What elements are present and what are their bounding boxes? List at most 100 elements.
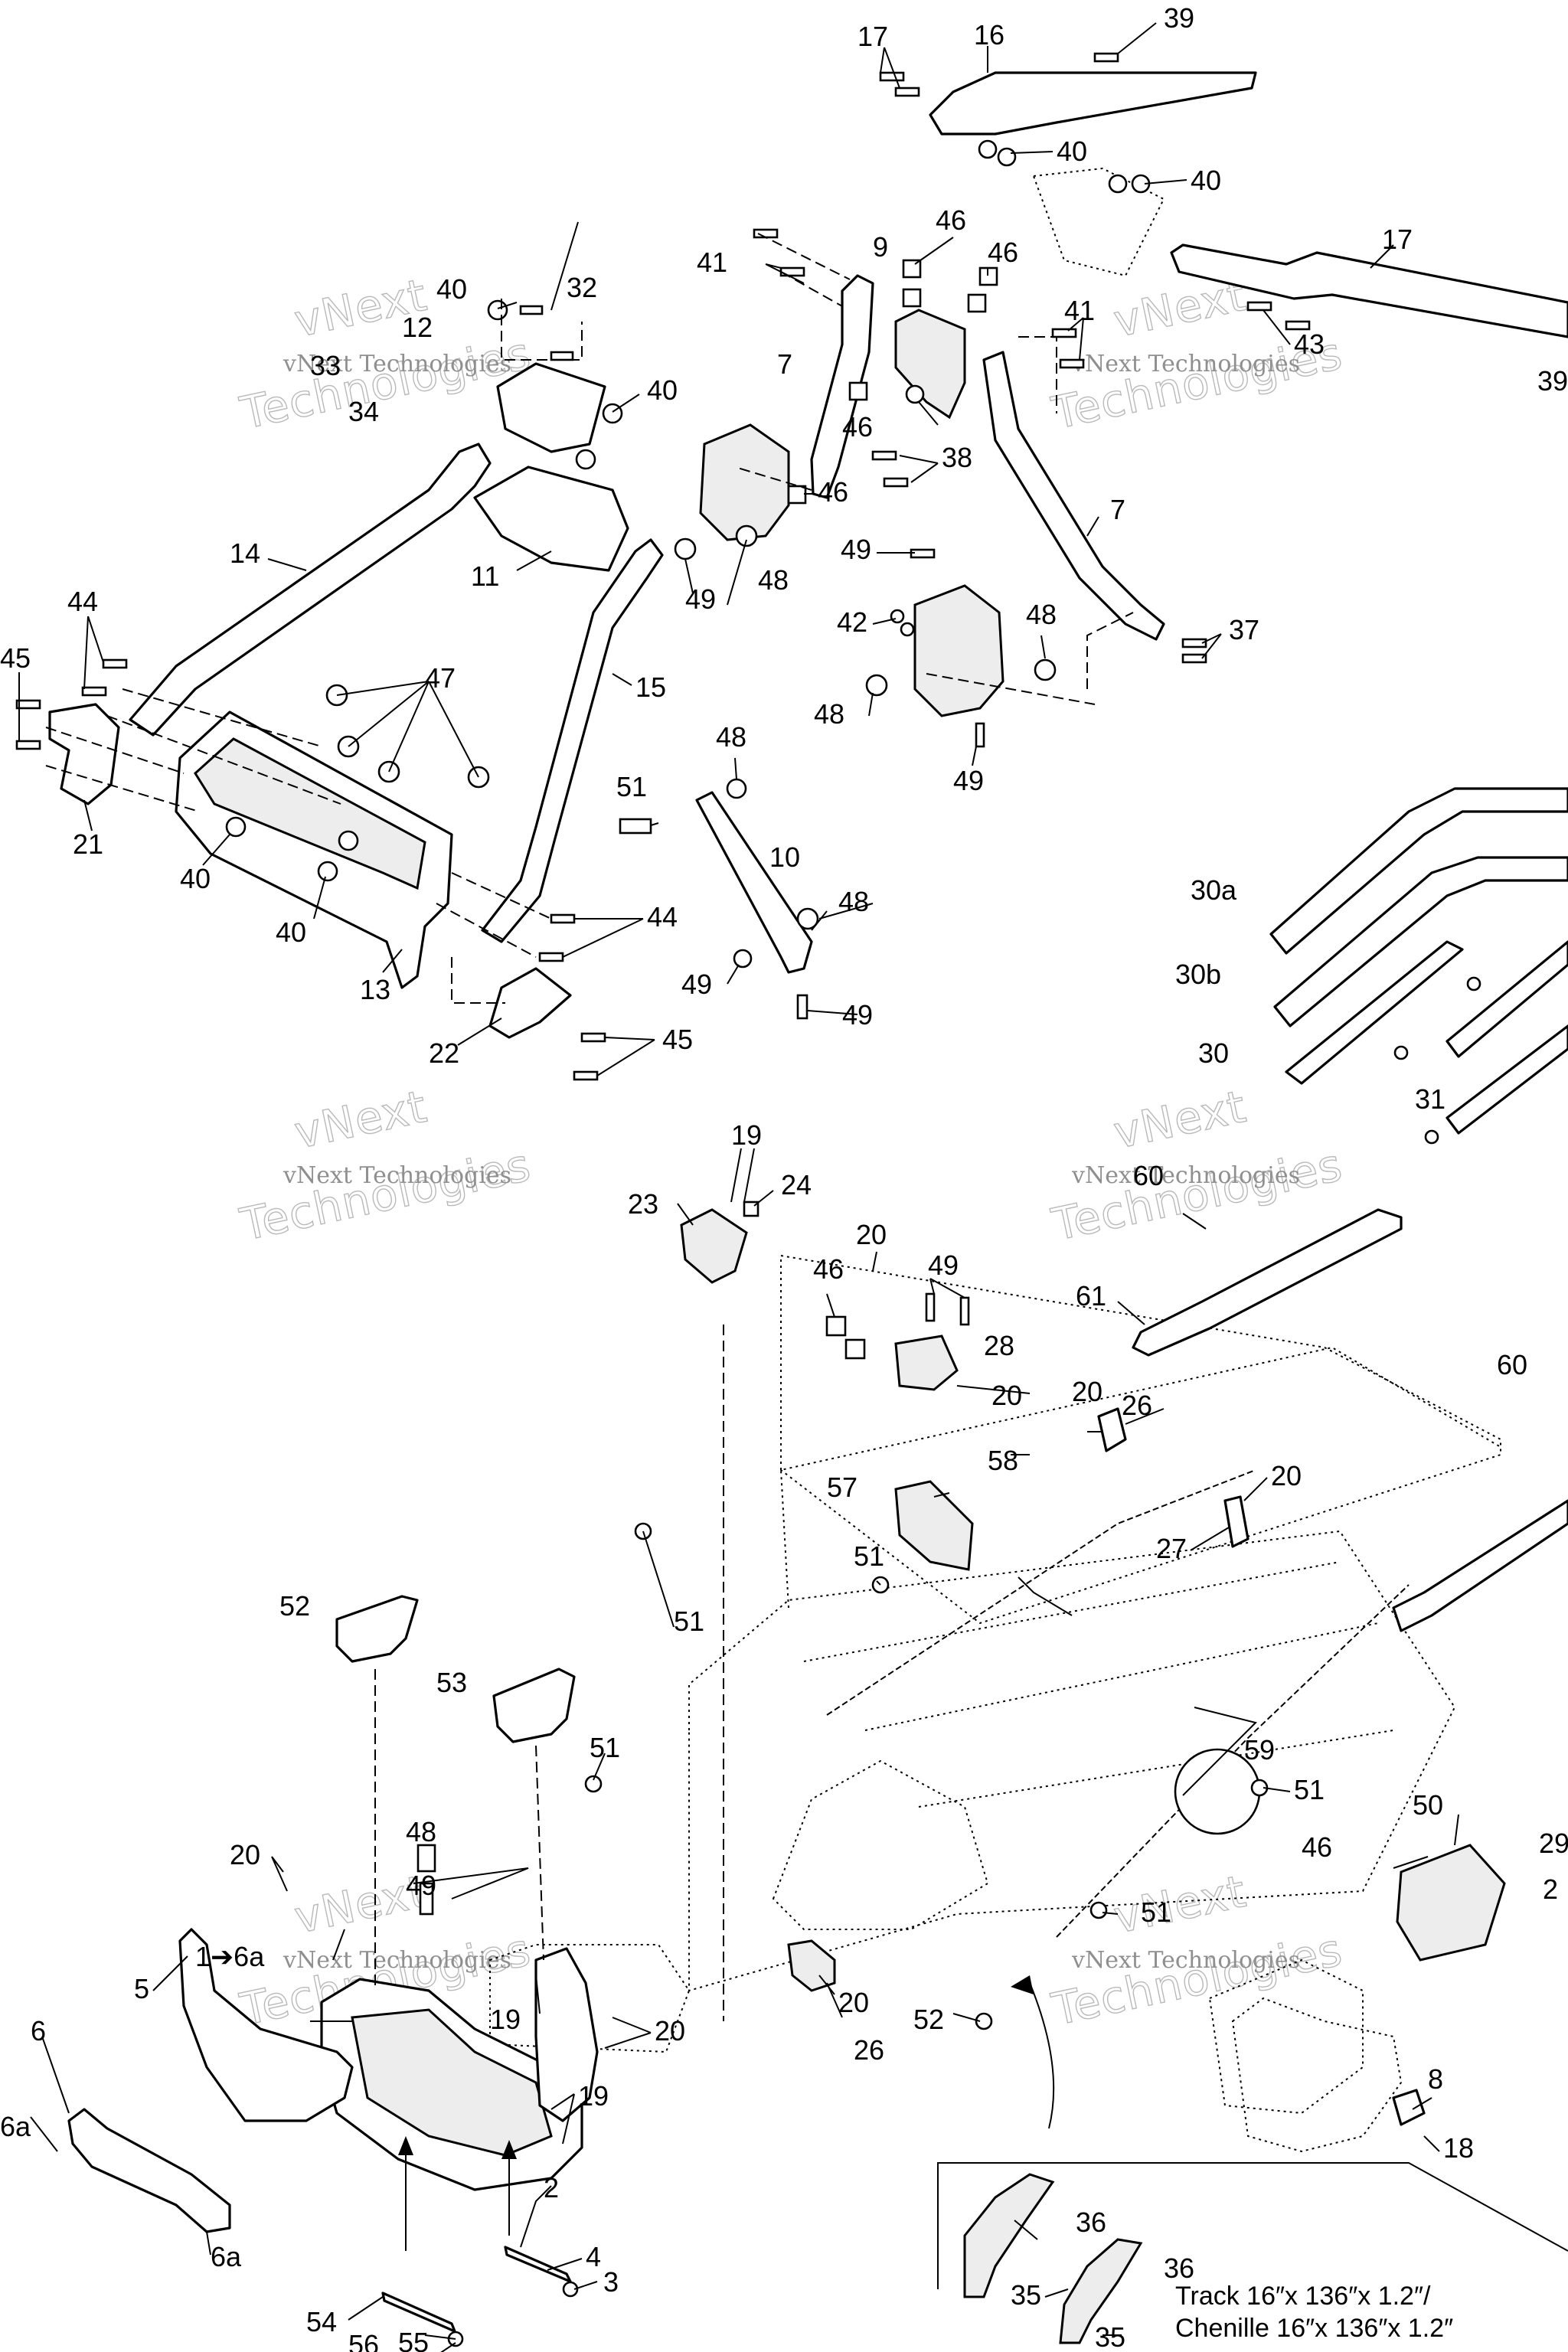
callout: 48 bbox=[1026, 599, 1057, 630]
pivot-plate-left bbox=[699, 423, 790, 541]
callout: 3 bbox=[603, 2266, 619, 2298]
pivot-plate-right bbox=[913, 584, 1004, 717]
svg-text:vNext Technologies: vNext Technologies bbox=[1071, 1947, 1300, 1974]
nut-48f bbox=[733, 949, 753, 969]
wedge-53 bbox=[492, 1668, 576, 1743]
rear-arm-7-right bbox=[982, 351, 1165, 641]
nut-42b bbox=[900, 622, 915, 637]
nut-42a bbox=[890, 609, 905, 624]
nut-49a bbox=[674, 537, 697, 560]
callout: 49 bbox=[841, 534, 871, 565]
bushing-46e bbox=[848, 381, 868, 401]
bolt-44f bbox=[894, 87, 920, 97]
nut-51c bbox=[584, 1775, 603, 1793]
svg-text:vNext: vNext bbox=[1109, 1080, 1251, 1159]
block-8 bbox=[1392, 2089, 1426, 2126]
bracket-22 bbox=[488, 967, 572, 1039]
callout: 44 bbox=[647, 901, 678, 933]
suspension-frame-web bbox=[351, 2008, 553, 2157]
track-inset: Track 16″x 136″x 1.2″/ Chenille 16″x 136… bbox=[937, 1975, 1568, 2344]
callout: 35 bbox=[1095, 2321, 1125, 2352]
rear-arm-7-left bbox=[810, 274, 874, 499]
bolt-49d bbox=[796, 994, 808, 1020]
runner-60 bbox=[1392, 1499, 1568, 1632]
runner-61 bbox=[1132, 1208, 1403, 1357]
callout: 40 bbox=[276, 916, 306, 948]
callout: 6a bbox=[0, 2111, 31, 2142]
callout: 46 bbox=[988, 237, 1018, 268]
bolt-45d bbox=[573, 1070, 599, 1081]
callout: 26 bbox=[854, 2034, 884, 2066]
callout: 61 bbox=[1076, 1280, 1106, 1312]
callout: 48 bbox=[406, 1816, 436, 1847]
rail-30-right-2 bbox=[1446, 1024, 1568, 1135]
callout: 26 bbox=[1122, 1390, 1152, 1421]
callout: 46 bbox=[1302, 1831, 1332, 1863]
callout: 30 bbox=[1198, 1037, 1229, 1069]
callout: 41 bbox=[1064, 295, 1095, 326]
callout: 17 bbox=[858, 21, 888, 52]
bracket-9 bbox=[894, 309, 966, 420]
callout: 49 bbox=[685, 583, 716, 615]
callout: 6a bbox=[211, 2241, 242, 2272]
callout: 46 bbox=[818, 476, 848, 508]
svg-text:vNext: vNext bbox=[290, 1080, 432, 1159]
bolt-44c bbox=[550, 913, 576, 924]
watermark-top-left: vNext Technologies vNext Technologies bbox=[235, 268, 536, 439]
bolt-49c bbox=[975, 722, 985, 748]
bracket-12 bbox=[496, 362, 606, 453]
callout: 29 bbox=[1539, 1828, 1568, 1859]
callout: 2 bbox=[1543, 1873, 1558, 1905]
screw-31c bbox=[1424, 1129, 1439, 1145]
callout: 52 bbox=[279, 1590, 310, 1622]
callout: 47 bbox=[425, 662, 456, 694]
bushing-46a bbox=[902, 259, 922, 279]
callout: 20 bbox=[655, 2015, 685, 2047]
callout: 37 bbox=[1229, 614, 1259, 645]
bolt-37a bbox=[1181, 638, 1207, 648]
callout: 39 bbox=[1537, 365, 1568, 397]
bolt-44g bbox=[1285, 320, 1311, 331]
callout: 4 bbox=[586, 2241, 601, 2272]
front-arm-15 bbox=[481, 538, 664, 943]
bolt-38b bbox=[883, 477, 909, 488]
nut-3 bbox=[562, 2281, 579, 2298]
callout: 51 bbox=[674, 1606, 704, 1637]
shaft-54 bbox=[381, 2292, 456, 2333]
rail-30b bbox=[1273, 856, 1568, 1027]
callout: 46 bbox=[813, 1253, 844, 1285]
callout: 48 bbox=[758, 564, 789, 596]
callout: 49 bbox=[928, 1250, 959, 1281]
bracket-23 bbox=[680, 1208, 748, 1284]
bushing-46h bbox=[844, 1338, 866, 1360]
callout: 40 bbox=[1191, 165, 1221, 196]
bracket-57 bbox=[894, 1480, 974, 1571]
callout: 51 bbox=[1294, 1774, 1325, 1805]
bolt-45b bbox=[15, 740, 41, 750]
callout: 34 bbox=[348, 396, 379, 427]
rail-30 bbox=[1285, 940, 1464, 1085]
callout: 42 bbox=[837, 606, 867, 638]
nut-51f bbox=[975, 2012, 993, 2030]
front-arm-assembly bbox=[15, 299, 664, 1081]
callout: 48 bbox=[716, 721, 746, 753]
rail-30a bbox=[1269, 787, 1568, 955]
nut-40a bbox=[225, 816, 247, 838]
callout: 48 bbox=[814, 698, 844, 730]
callout: 52 bbox=[913, 2004, 944, 2035]
callout: 36 bbox=[1076, 2207, 1106, 2238]
callout: 19 bbox=[578, 2080, 609, 2112]
clip-27 bbox=[1223, 1495, 1250, 1548]
bolt-49e bbox=[419, 1882, 434, 1916]
callout: 49 bbox=[953, 765, 984, 796]
callout: 14 bbox=[230, 537, 260, 569]
callout: 54 bbox=[306, 2306, 337, 2337]
crossmember-13-web bbox=[194, 737, 426, 890]
svg-text:vNext Technologies: vNext Technologies bbox=[283, 351, 511, 377]
callout: 20 bbox=[838, 1987, 869, 2018]
callout: 60 bbox=[1497, 1349, 1527, 1380]
callout: 20 bbox=[1072, 1376, 1102, 1407]
nut-48e bbox=[796, 907, 819, 930]
slider-35a bbox=[963, 2173, 1055, 2298]
callout: 36 bbox=[1164, 2252, 1194, 2284]
